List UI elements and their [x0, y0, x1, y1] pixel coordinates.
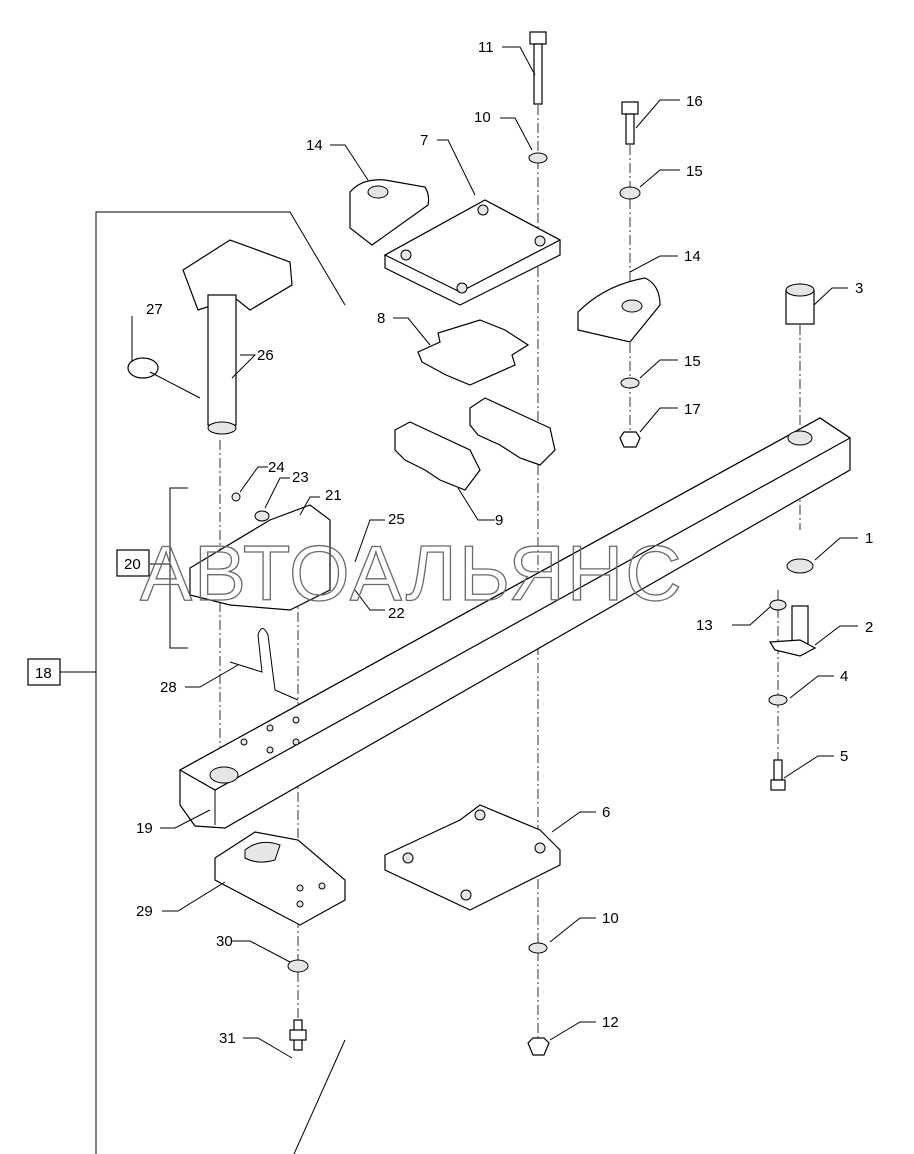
callout-3: 3: [855, 280, 863, 297]
callout-17: 17: [684, 401, 701, 418]
plate-part-6: [384, 804, 561, 911]
washer-part-15-lower: [620, 377, 640, 389]
washer-part-1: [786, 558, 814, 574]
callout-16: 16: [686, 93, 703, 110]
wedge-part-14-upper: [349, 179, 430, 246]
callout-30: 30: [216, 933, 233, 950]
bolt-part-11: [529, 31, 547, 105]
washer-part-10-upper: [528, 152, 548, 164]
callout-19: 19: [136, 820, 153, 837]
leader-lines: [60, 46, 858, 1059]
lynch-pin-part-27: [127, 357, 201, 399]
callout-9: 9: [495, 512, 503, 529]
callout-7: 7: [420, 132, 428, 149]
callout-18: 18: [35, 665, 52, 682]
nut-part-12: [527, 1037, 550, 1056]
assembly-18-outline: [95, 211, 346, 1154]
callout-10-lower: 10: [602, 910, 619, 927]
nut-part-17: [619, 431, 641, 448]
callout-24: 24: [268, 459, 285, 476]
washer-part-15-upper: [619, 186, 641, 200]
callout-18-box: [27, 658, 61, 686]
latch-assembly-20: [189, 492, 331, 611]
bolt-part-16: [621, 101, 639, 145]
callout-20-box: [116, 549, 150, 577]
assembly-20-brace: [150, 487, 188, 649]
clevis-plate-part-29: [214, 831, 346, 926]
callout-4: 4: [840, 668, 848, 685]
callout-6: 6: [602, 804, 610, 821]
callout-28: 28: [160, 679, 177, 696]
spring-part-28: [229, 628, 299, 701]
washer-part-10-lower: [528, 942, 548, 954]
callout-11: 11: [478, 39, 494, 56]
pin-part-2: [768, 605, 817, 657]
washer-part-4: [768, 694, 788, 706]
callout-14-right: 14: [684, 248, 701, 265]
watermark-text: АВТОАЛЬЯНС: [140, 529, 684, 617]
callout-25: 25: [388, 511, 405, 528]
bushing-part-3: [785, 283, 815, 325]
hitch-pin-part-26: [182, 239, 293, 435]
callout-10-upper: 10: [474, 109, 491, 126]
bolt-part-5: [770, 759, 786, 791]
callout-5: 5: [840, 748, 848, 765]
spacer-part-9: [394, 397, 556, 491]
callout-1: 1: [865, 530, 873, 547]
plate-part-7: [383, 199, 562, 306]
bolt-part-31: [289, 1019, 307, 1051]
callout-8: 8: [377, 310, 385, 327]
callout-29: 29: [136, 903, 153, 920]
callout-21: 21: [325, 487, 342, 504]
callout-15-upper: 15: [686, 163, 703, 180]
callout-14-left: 14: [306, 137, 323, 154]
drawbar-part-19: [178, 417, 852, 829]
callout-12: 12: [602, 1014, 619, 1031]
callout-13: 13: [696, 617, 713, 634]
callout-15-lower: 15: [684, 353, 701, 370]
washer-part-30: [287, 959, 309, 973]
shim-part-8: [417, 319, 530, 386]
callout-27: 27: [146, 301, 163, 318]
callout-26: 26: [257, 347, 274, 364]
callout-23: 23: [292, 469, 309, 486]
washer-part-13: [769, 599, 787, 611]
callout-22: 22: [388, 605, 405, 622]
callout-31: 31: [219, 1030, 236, 1047]
callout-labels: 11 10 16 15 14 15 17 14 7 8 9 3 1 2 13 4…: [27, 39, 873, 1047]
callout-2: 2: [865, 619, 873, 636]
wedge-part-14-lower: [577, 277, 661, 343]
callout-20: 20: [124, 556, 141, 573]
